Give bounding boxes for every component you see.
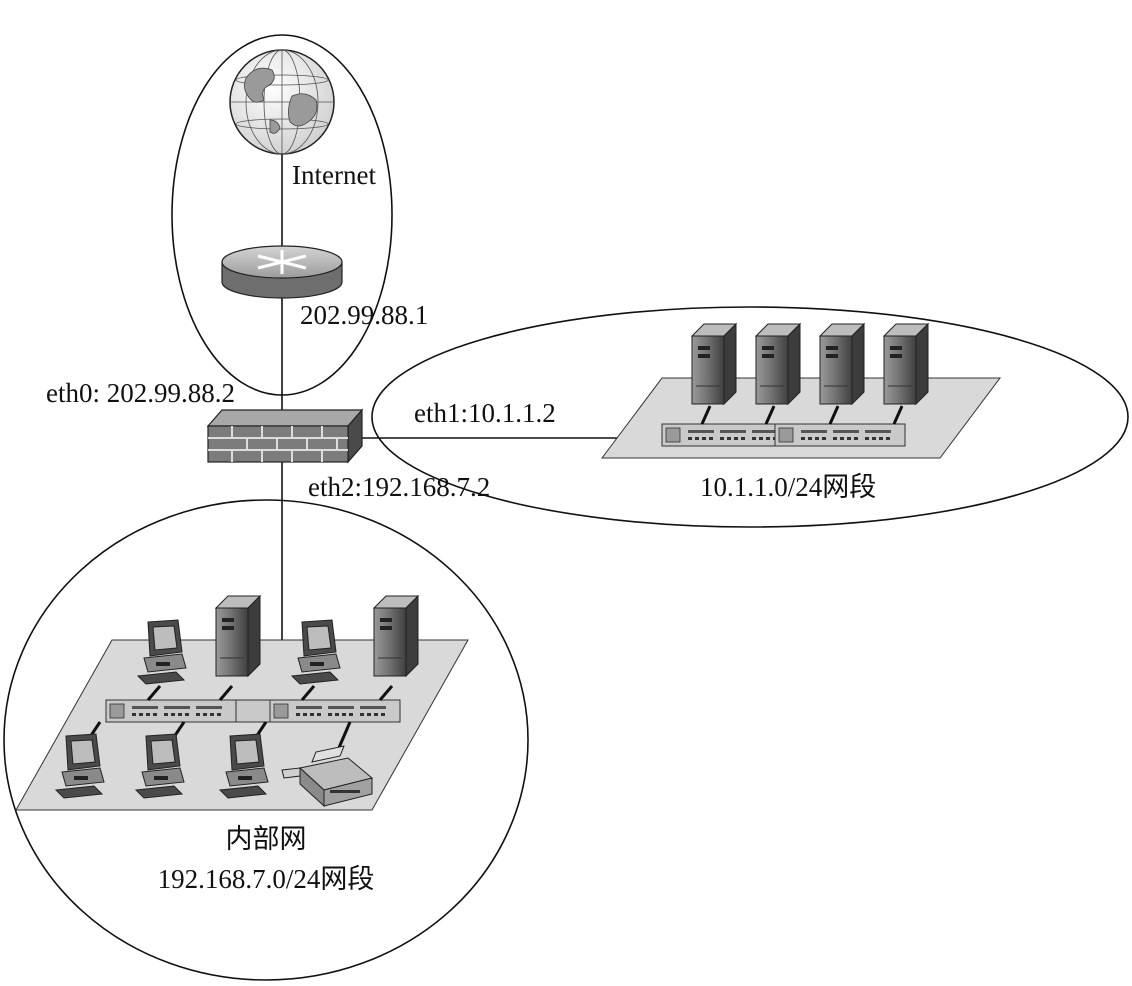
server-tower-icon xyxy=(883,323,929,405)
eth0-label: eth0: 202.99.88.2 xyxy=(46,378,235,408)
dmz-hub-icon xyxy=(661,423,906,447)
lan-zone-ellipse xyxy=(3,499,529,981)
firewall-icon xyxy=(206,408,364,464)
server-tower-icon xyxy=(691,323,737,405)
lan-title-label: 内部网 xyxy=(225,824,307,854)
router-icon xyxy=(221,245,343,299)
lan-hub-icon xyxy=(105,699,401,723)
eth2-label: eth2:192.168.7.2 xyxy=(308,472,491,502)
dmz-server-farm xyxy=(601,323,1001,459)
server-tower-icon xyxy=(819,323,865,405)
dmz-zone-ellipse xyxy=(371,306,1129,528)
router-ip-label: 202.99.88.1 xyxy=(300,300,429,330)
globe-icon xyxy=(229,49,335,155)
server-tower-icon xyxy=(373,595,419,677)
printer-icon xyxy=(281,745,374,808)
dmz-segment-label: 10.1.1.0/24网段 xyxy=(700,472,877,502)
eth1-label: eth1:10.1.1.2 xyxy=(414,398,556,428)
lan-network xyxy=(15,595,469,811)
lan-segment-label: 192.168.7.0/24网段 xyxy=(157,864,375,894)
server-tower-icon xyxy=(215,595,261,677)
internet-label: Internet xyxy=(292,160,376,190)
server-tower-icon xyxy=(755,323,801,405)
